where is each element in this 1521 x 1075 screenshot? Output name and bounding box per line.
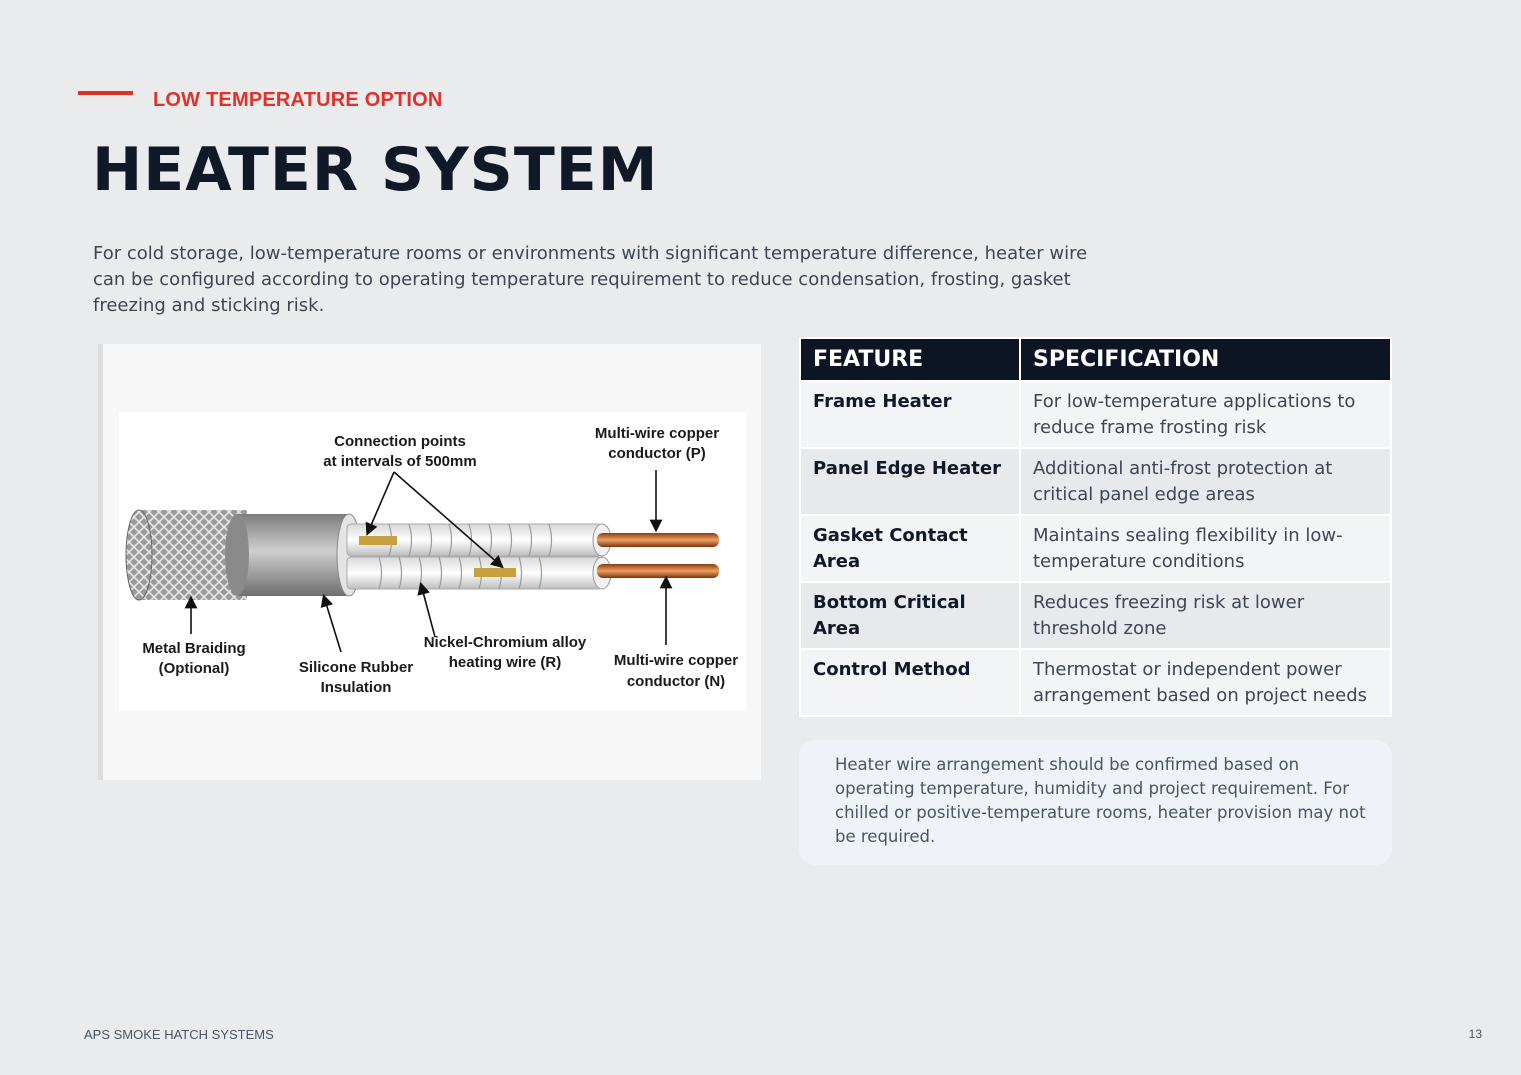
table-row: Gasket Contact Area Maintains sealing fl… (799, 514, 1392, 583)
label-copper-n-line2: conductor (N) (627, 673, 725, 690)
table-row: Bottom Critical Area Reduces freezing ri… (799, 581, 1392, 650)
label-nichrome-line2: heating wire (R) (449, 654, 562, 671)
feature-cell: Control Method (799, 648, 1021, 717)
silicone-sheath (225, 513, 362, 597)
page-title: HEATER SYSTEM (92, 135, 659, 205)
feature-cell: Panel Edge Heater (799, 447, 1021, 516)
spec-cell: Maintains sealing flexibility in low-tem… (1019, 514, 1392, 583)
header-feature: FEATURE (799, 337, 1021, 382)
label-connection-points: Connection points (334, 433, 466, 450)
pointer-lines (184, 470, 673, 653)
label-copper-p-line1: Multi-wire copper (595, 425, 719, 442)
label-copper-n-line1: Multi-wire copper (614, 652, 738, 669)
spec-table: FEATURE SPECIFICATION Frame Heater For l… (799, 337, 1392, 717)
label-braiding-line1: Metal Braiding (142, 640, 245, 657)
label-silicone-line2: Insulation (321, 679, 392, 696)
footer-company: APS SMOKE HATCH SYSTEMS (84, 1027, 274, 1042)
feature-cell: Gasket Contact Area (799, 514, 1021, 583)
label-nichrome-line1: Nickel-Chromium alloy (424, 634, 587, 651)
spec-cell: Reduces freezing risk at lower threshold… (1019, 581, 1392, 650)
page-number: 13 (1468, 1027, 1482, 1041)
note-callout: Heater wire arrangement should be confir… (799, 740, 1392, 865)
copper-conductors (597, 533, 719, 578)
table-header-row: FEATURE SPECIFICATION (799, 337, 1392, 382)
label-braiding-line2: (Optional) (159, 660, 230, 677)
intro-paragraph: For cold storage, low-temperature rooms … (93, 243, 1088, 316)
cable-diagram: Connection points at intervals of 500mm … (119, 412, 746, 711)
table-row: Control Method Thermostat or independent… (799, 648, 1392, 717)
heater-cable-illustration: Connection points at intervals of 500mm … (125, 425, 738, 696)
table-row: Panel Edge Heater Additional anti-frost … (799, 447, 1392, 516)
feature-cell: Bottom Critical Area (799, 581, 1021, 650)
label-copper-p-line2: conductor (P) (608, 445, 706, 462)
cable-diagram-panel: Connection points at intervals of 500mm … (98, 344, 761, 780)
label-silicone-line1: Silicone Rubber (299, 659, 413, 676)
label-connection-interval: at intervals of 500mm (323, 453, 476, 470)
header-specification: SPECIFICATION (1019, 337, 1392, 382)
section-eyebrow: LOW TEMPERATURE OPTION (153, 89, 443, 111)
insulated-wires (346, 523, 612, 590)
spec-cell: Additional anti-frost protection at crit… (1019, 447, 1392, 516)
spec-cell: Thermostat or independent power arrangem… (1019, 648, 1392, 717)
accent-bar (78, 91, 133, 95)
spec-cell: For low-temperature applications to redu… (1019, 380, 1392, 449)
feature-cell: Frame Heater (799, 380, 1021, 449)
table-row: Frame Heater For low-temperature applica… (799, 380, 1392, 449)
